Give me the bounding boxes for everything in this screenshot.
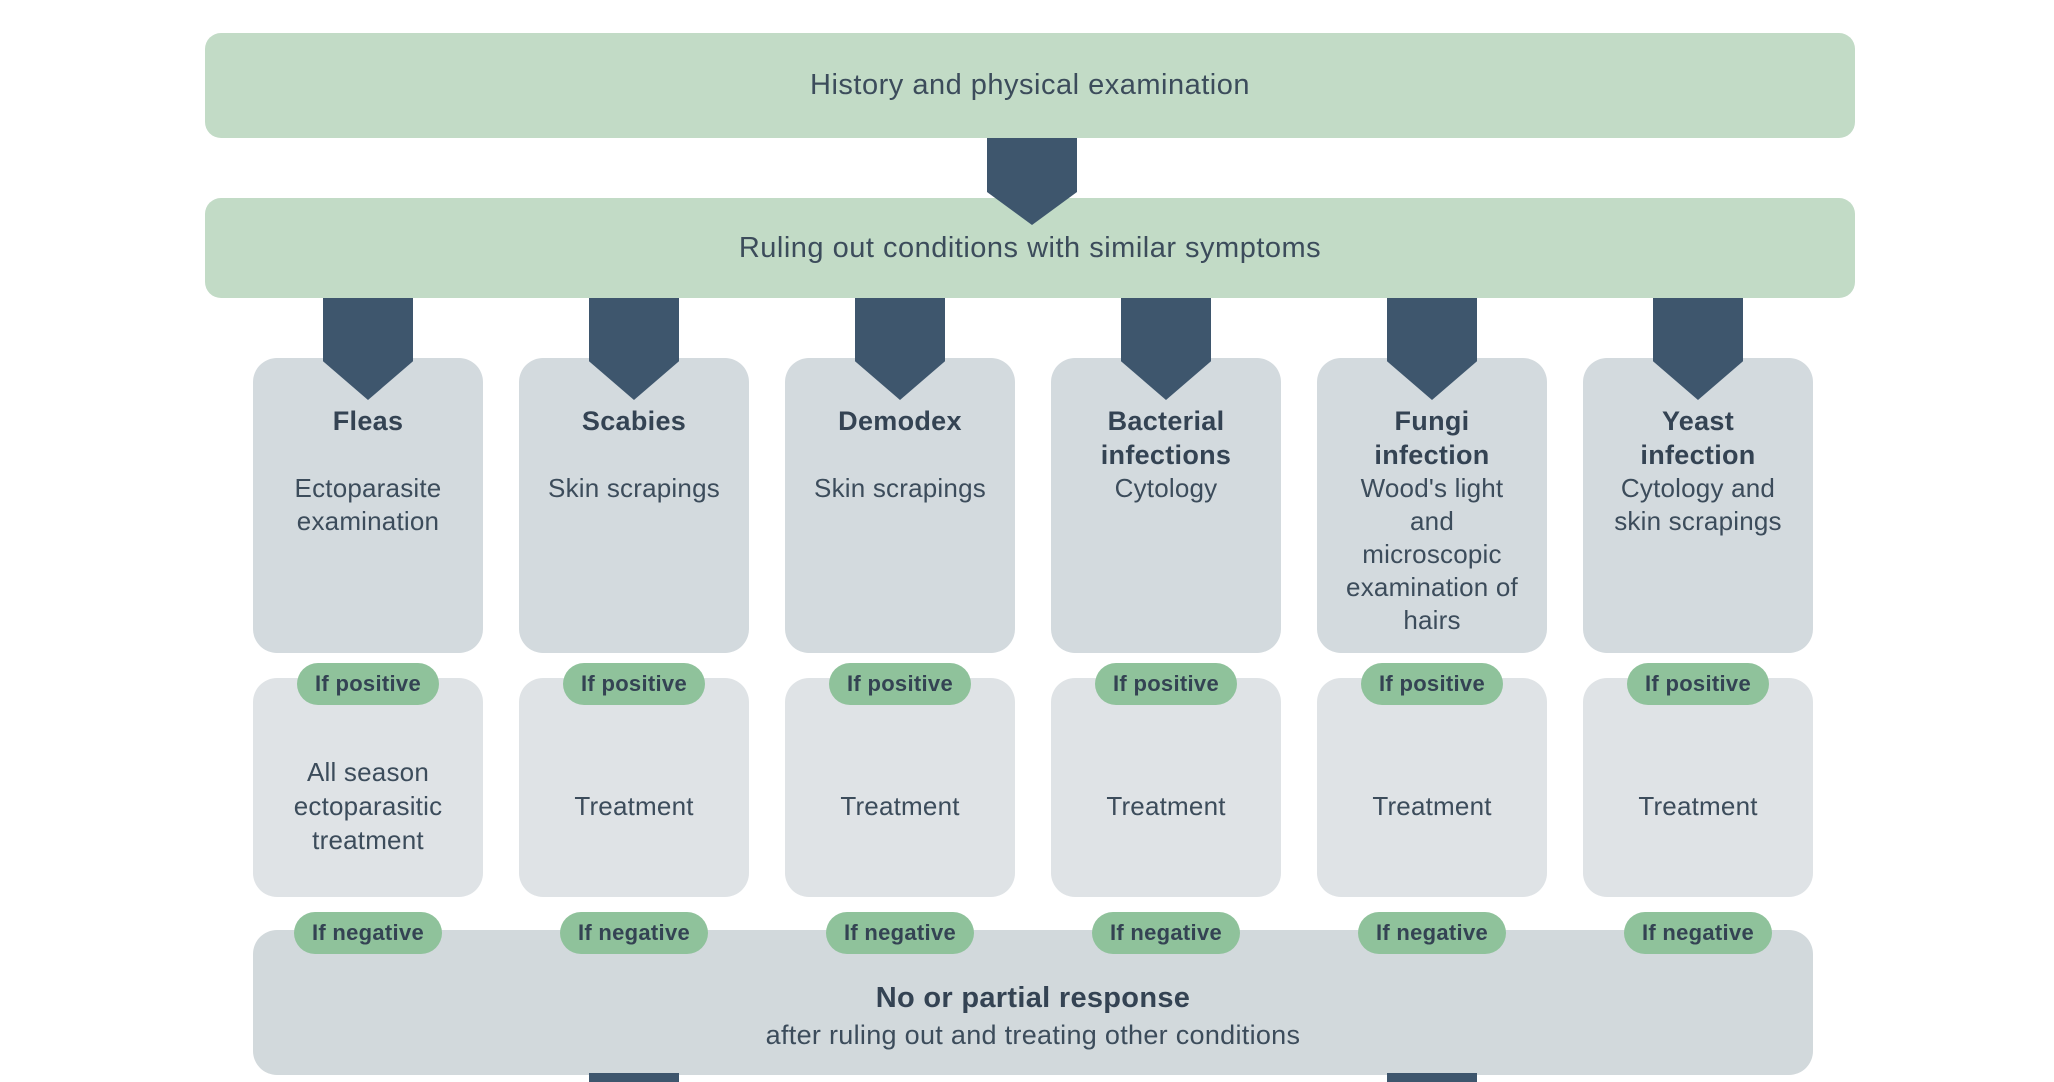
if-negative-badge: If negative [559, 912, 709, 954]
column-arrow-cell [1583, 298, 1813, 400]
column-arrow-cell [1051, 298, 1281, 400]
if-positive-badge: If positive [829, 663, 971, 705]
if-negative-cell: If negative [1317, 912, 1547, 954]
if-negative-cell: If negative [1583, 912, 1813, 954]
condition-cell: Bacterial infections Cytology [1051, 358, 1281, 653]
treatment-box: All season ectoparasitic treatment [253, 678, 483, 897]
if-negative-badge: If negative [1357, 912, 1507, 954]
if-negative-badge: If negative [1623, 912, 1773, 954]
if-positive-badge: If positive [297, 663, 439, 705]
condition-test: Wood's light and microscopic examination… [1346, 473, 1518, 635]
history-banner-label: History and physical examination [810, 69, 1250, 101]
condition-cell: Fleas Ectoparasite examination [253, 358, 483, 653]
continuation-cell [1051, 1073, 1281, 1082]
arrow-down-icon [1387, 298, 1477, 400]
arrow-down-icon [1653, 298, 1743, 400]
treatment-label: Treatment [840, 790, 960, 821]
condition-box: Fleas Ectoparasite examination [253, 358, 483, 653]
condition-test: Ectoparasite examination [294, 473, 442, 536]
treatment-cell: Treatment [785, 678, 1015, 897]
column-arrow-cell [785, 298, 1015, 400]
treatment-box: Treatment [1317, 678, 1547, 897]
condition-cell: Fungi infection Wood's light and microsc… [1317, 358, 1547, 653]
column-arrow-cell [1317, 298, 1547, 400]
if-negative-cell: If negative [785, 912, 1015, 954]
column-arrows-row [253, 298, 1813, 400]
arrow-down-icon [589, 298, 679, 400]
continuation-cell [785, 1073, 1015, 1082]
if-positive-badge: If positive [1627, 663, 1769, 705]
condition-title: Yeast infection [1640, 406, 1756, 470]
history-banner: History and physical examination [205, 33, 1855, 138]
condition-test: Skin scrapings [548, 473, 720, 503]
if-negative-cell: If negative [1051, 912, 1281, 954]
if-positive-cell: If positive [253, 663, 483, 705]
treatment-cell: Treatment [1051, 678, 1281, 897]
condition-box: Scabies Skin scrapings [519, 358, 749, 653]
if-positive-cell: If positive [785, 663, 1015, 705]
if-negative-cell: If negative [253, 912, 483, 954]
if-positive-cell: If positive [1583, 663, 1813, 705]
treatment-box: Treatment [785, 678, 1015, 897]
arrow-down-icon [1121, 298, 1211, 400]
condition-cell: Scabies Skin scrapings [519, 358, 749, 653]
condition-box: Yeast infection Cytology and skin scrapi… [1583, 358, 1813, 653]
treatment-cell: Treatment [1317, 678, 1547, 897]
treatment-box: Treatment [519, 678, 749, 897]
condition-box: Demodex Skin scrapings [785, 358, 1015, 653]
if-positive-badge: If positive [563, 663, 705, 705]
arrow-down-stub-icon [589, 1073, 679, 1082]
treatment-label: Treatment [1106, 790, 1226, 821]
treatment-boxes-row: All season ectoparasitic treatment Treat… [253, 678, 1813, 897]
arrow-down-stub-icon [1387, 1073, 1477, 1082]
continuation-cell [1317, 1073, 1547, 1082]
condition-test: Cytology and skin scrapings [1614, 473, 1782, 536]
treatment-label: All season ectoparasitic treatment [293, 756, 443, 855]
treatment-cell: All season ectoparasitic treatment [253, 678, 483, 897]
treatment-cell: Treatment [519, 678, 749, 897]
if-positive-cell: If positive [519, 663, 749, 705]
if-positive-badge: If positive [1095, 663, 1237, 705]
condition-cell: Yeast infection Cytology and skin scrapi… [1583, 358, 1813, 653]
ruling-out-banner-label: Ruling out conditions with similar sympt… [738, 231, 1322, 264]
if-negative-badge: If negative [1091, 912, 1241, 954]
no-response-subtitle: after ruling out and treating other cond… [765, 1019, 1301, 1050]
if-negative-badges-row: If negative If negative If negative If n… [253, 912, 1813, 954]
condition-boxes-row: Fleas Ectoparasite examination Scabies S… [253, 358, 1813, 653]
continuation-cell [519, 1073, 749, 1082]
no-response-box: No or partial response after ruling out … [253, 930, 1813, 1075]
condition-title: Fleas [332, 406, 404, 436]
condition-title: Fungi infection [1374, 406, 1490, 470]
treatment-box: Treatment [1051, 678, 1281, 897]
condition-title: Bacterial infections [1100, 406, 1232, 470]
continuation-cell [253, 1073, 483, 1082]
treatment-label: Treatment [1638, 790, 1758, 821]
treatment-cell: Treatment [1583, 678, 1813, 897]
condition-box: Fungi infection Wood's light and microsc… [1317, 358, 1547, 653]
continuation-arrows-row [253, 1073, 1813, 1082]
no-response-title: No or partial response [875, 981, 1191, 1014]
if-negative-badge: If negative [825, 912, 975, 954]
continuation-cell [1583, 1073, 1813, 1082]
if-positive-badges-row: If positive If positive If positive If p… [253, 663, 1813, 705]
condition-cell: Demodex Skin scrapings [785, 358, 1015, 653]
condition-title: Demodex [838, 406, 962, 436]
if-positive-cell: If positive [1051, 663, 1281, 705]
column-arrow-cell [519, 298, 749, 400]
treatment-label: Treatment [1372, 790, 1492, 821]
if-positive-badge: If positive [1361, 663, 1503, 705]
condition-title: Scabies [581, 406, 687, 436]
column-arrow-cell [253, 298, 483, 400]
treatment-box: Treatment [1583, 678, 1813, 897]
arrow-down-icon [323, 298, 413, 400]
arrow-down-icon [855, 298, 945, 400]
if-negative-badge: If negative [293, 912, 443, 954]
condition-test: Cytology [1114, 473, 1218, 503]
if-positive-cell: If positive [1317, 663, 1547, 705]
treatment-label: Treatment [574, 790, 694, 821]
if-negative-cell: If negative [519, 912, 749, 954]
condition-test: Skin scrapings [814, 473, 986, 503]
condition-box: Bacterial infections Cytology [1051, 358, 1281, 653]
